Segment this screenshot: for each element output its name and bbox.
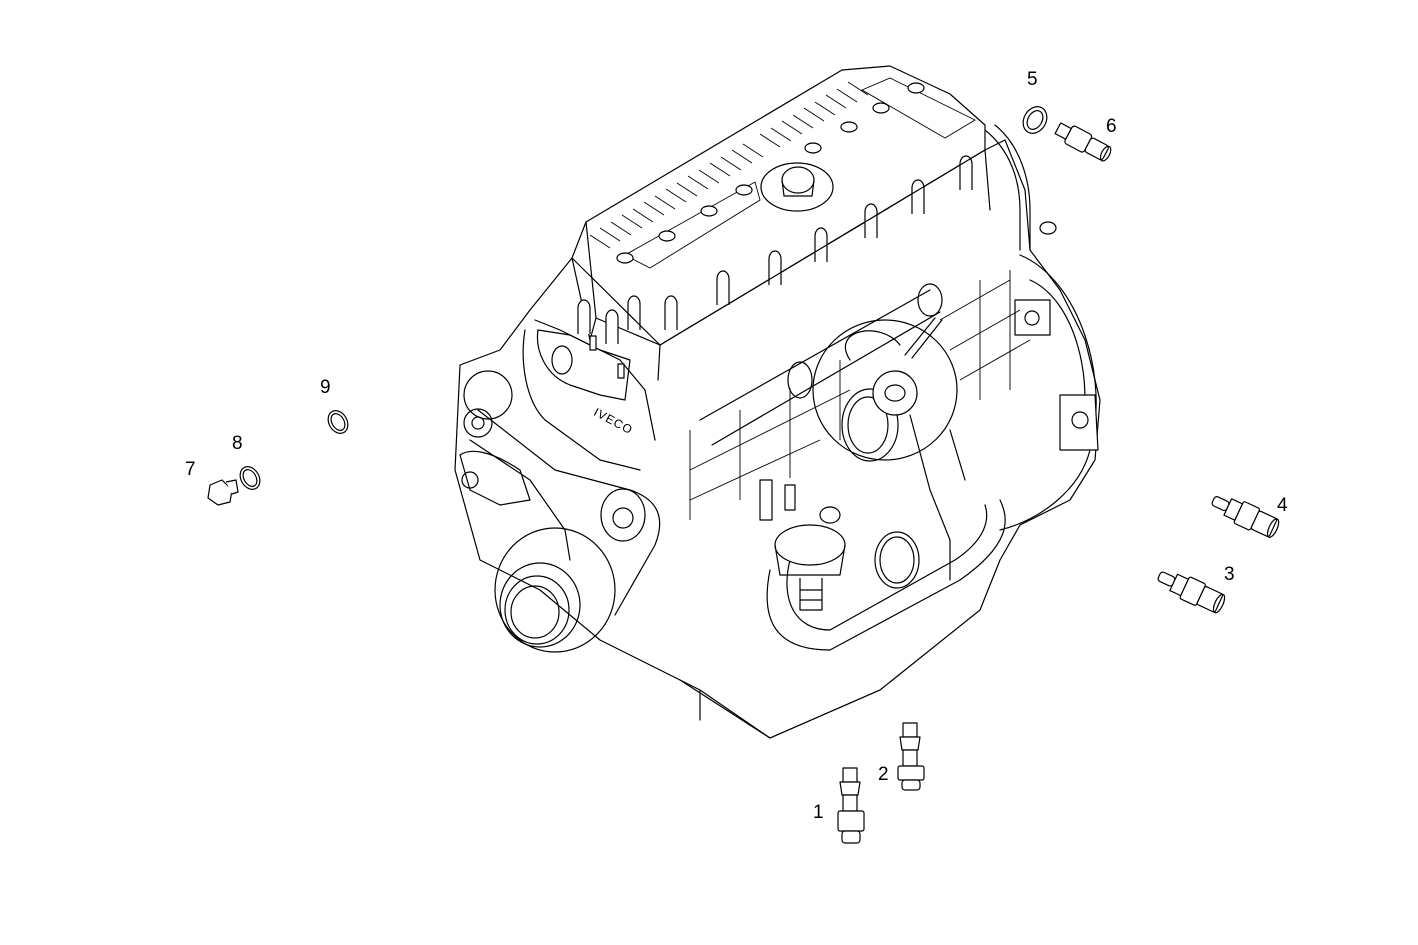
pressure-sensor-1-icon xyxy=(837,767,865,844)
callout-6: 6 xyxy=(1106,116,1117,137)
callout-2: 2 xyxy=(878,764,889,785)
sealing-ring-5-icon xyxy=(1022,106,1048,134)
sealing-ring-8-icon xyxy=(239,466,261,490)
callout-7: 7 xyxy=(185,459,196,480)
callout-4: 4 xyxy=(1277,495,1288,516)
pressure-sensor-2-icon xyxy=(897,722,925,791)
callout-1: 1 xyxy=(813,802,824,823)
callout-8: 8 xyxy=(232,433,243,454)
callout-5: 5 xyxy=(1027,69,1038,90)
callout-9: 9 xyxy=(320,377,331,398)
temperature-sensor-3-icon xyxy=(1157,571,1226,614)
sensor-6-icon xyxy=(1054,122,1112,162)
temperature-sensor-4-icon xyxy=(1211,496,1280,538)
sealing-ring-9-icon xyxy=(327,410,349,434)
callout-3: 3 xyxy=(1224,564,1235,585)
plug-7-icon xyxy=(207,479,239,506)
